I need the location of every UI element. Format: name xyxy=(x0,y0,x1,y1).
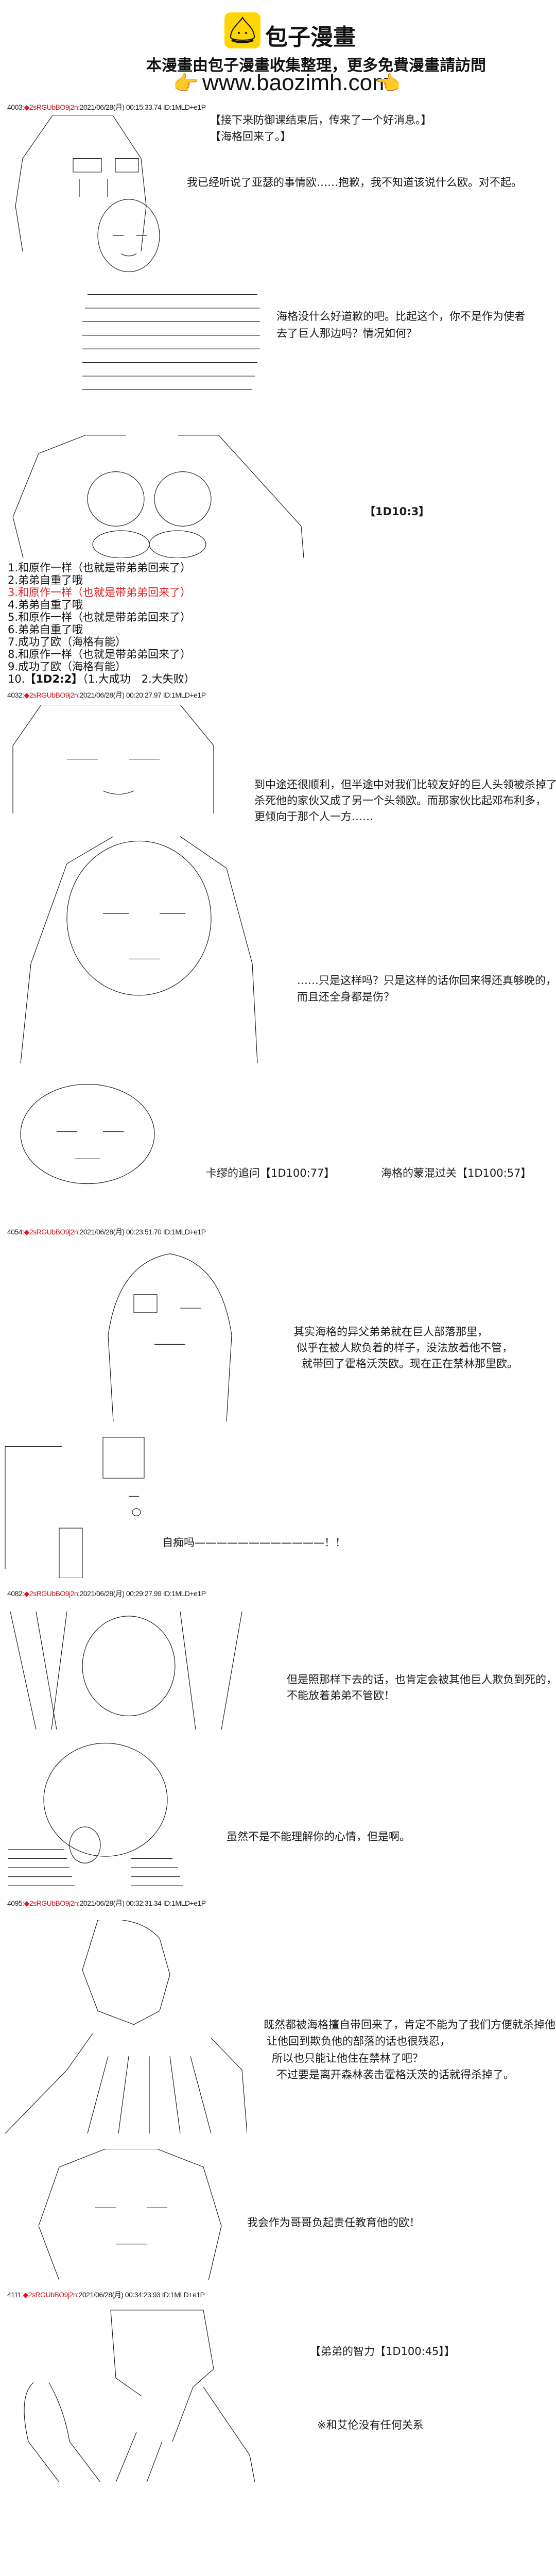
post-trip[interactable]: 2sRGUbBO9j2n xyxy=(29,691,78,699)
post-number: 4111: xyxy=(7,2291,23,2299)
post-number: 4054: xyxy=(7,1228,24,1236)
site-url-link[interactable]: www.baozimh.com xyxy=(202,70,391,95)
post-header: 4111:◆2sRGUbBO9j2n:2021/06/28(月) 00:34:2… xyxy=(7,2290,205,2299)
narration-line: 【海格回来了。】 xyxy=(210,130,291,143)
post-trip[interactable]: 2sRGUbBO9j2n xyxy=(29,103,78,111)
post-trip[interactable]: 2sRGUbBO9j2n xyxy=(29,1589,78,1598)
ascii-art-camus-sigh xyxy=(8,1741,183,1890)
choice-item: 5.和原作一样（也就是带弟弟回来了） xyxy=(8,611,192,623)
dialogue-line: 似乎在被人欺负着的样子，没法放着他不管， xyxy=(297,1342,513,1354)
post-meta: :2021/06/28(月) 00:20:27.97 ID:1MLD+e1P xyxy=(78,691,206,699)
dice-roll-label: 海格的蒙混过关【1D100:57】 xyxy=(381,1167,532,1179)
dialogue-line: 我已经听说了亚瑟的事情欧……抱歉，我不知道该说什么欧。对不起。 xyxy=(187,176,522,189)
dice-roll-result: 【1D10:3】 xyxy=(364,505,430,518)
choice-item: 1.和原作一样（也就是带弟弟回来了） xyxy=(8,562,192,574)
diamond-icon: ◆ xyxy=(23,2291,28,2299)
ascii-art-camus-questioning xyxy=(10,827,278,1063)
post-trip[interactable]: 2sRGUbBO9j2n xyxy=(29,1899,78,1907)
narration-line: 【接下来防御课结束后，传来了一个好消息。】 xyxy=(210,114,432,126)
dialogue-line: 虽然不是不能理解你的心情，但是啊。 xyxy=(227,1831,410,1843)
diamond-icon: ◆ xyxy=(24,1228,30,1236)
post-header: 4054:◆2sRGUbBO9j2n:2021/06/28(月) 00:23:5… xyxy=(7,1227,206,1236)
post-header: 4003:◆2sRGUbBO9j2n:2021/06/28(月) 00:15:3… xyxy=(7,103,206,112)
dialogue-line: 让他回到欺负他的部落的话也很残忍， xyxy=(267,2035,450,2047)
page-end xyxy=(0,2488,1,2489)
ascii-art-hagrid-determined xyxy=(39,2149,224,2280)
post-meta: :2021/06/28(月) 00:32:31.34 ID:1MLD+e1P xyxy=(78,1899,206,1907)
post-number: 4095: xyxy=(7,1899,24,1907)
diamond-icon: ◆ xyxy=(24,1899,30,1907)
left-pointing-hand-icon: 👉 xyxy=(173,72,199,95)
baozi-bun-icon xyxy=(230,16,255,43)
dialogue-line: 但是照那样下去的话，也肯定会被其他巨人欺负到死的， xyxy=(287,1673,556,1686)
post-number: 4082: xyxy=(7,1589,24,1598)
ascii-art-hagrid-sweating xyxy=(10,1082,175,1186)
ascii-art-hagrid-big-face xyxy=(10,705,216,814)
dialogue-line: 杀死他的家伙又成了另一个头领欧。而那家伙比起邓布利多， xyxy=(254,794,546,807)
choice-options: （1.大成功 2.大失败） xyxy=(82,673,195,685)
post-trip[interactable]: 2sRGUbBO9j2n xyxy=(29,1228,78,1236)
choice-item: 6.弟弟自重了哦 xyxy=(8,623,83,636)
baozi-logo-icon xyxy=(224,12,260,48)
dice-roll-label: 卡缪的追问【1D100:77】 xyxy=(206,1167,335,1179)
dialogue-line: 就带回了霍格沃茨欧。现在正在禁林那里欧。 xyxy=(302,1358,518,1370)
ascii-art-hagrid-hands xyxy=(8,435,306,558)
diamond-icon: ◆ xyxy=(24,691,30,699)
dialogue-line: 更倾向于那个人一方…… xyxy=(254,810,373,823)
footnote: ※和艾伦没有任何关系 xyxy=(317,2419,424,2431)
dialogue-line: 而且还全身都是伤？ xyxy=(297,991,394,1003)
dialogue-line: 不过要是离开森林袭击霍格沃茨的话就得杀掉了。 xyxy=(276,2069,514,2081)
choice-item: 7.成功了欧（海格有能） xyxy=(8,636,127,648)
choice-item: 8.和原作一样（也就是带弟弟回来了） xyxy=(8,648,192,660)
shout-line: 自痴吗————————————！！ xyxy=(162,1536,346,1549)
post-number: 4003: xyxy=(7,103,24,111)
post-trip[interactable]: 2sRGUbBO9j2n xyxy=(28,2291,77,2299)
ascii-art-shouting-figure xyxy=(0,1433,196,1578)
ascii-art-giant-brother xyxy=(8,2306,255,2482)
dice-roll-result: 【弟弟的智力【1D100:45】】 xyxy=(310,2345,455,2358)
choice-item-selected: 3.和原作一样（也就是带弟弟回来了） xyxy=(8,586,192,599)
dialogue-line: 既然都被海格擅自带回来了，肯定不能为了我们方便就杀掉他， xyxy=(264,2019,556,2031)
choice-item: 9.成功了欧（海格有能） xyxy=(8,660,127,673)
dialogue-line: 去了巨人那边吗？情况如何？ xyxy=(276,327,417,340)
dialogue-line: 到中途还很顺利，但半途中对我们比较友好的巨人头领被杀掉了， xyxy=(254,778,556,791)
dialogue-line: 海格没什么好道歉的吧。比起这个，你不是作为使者 xyxy=(276,310,525,323)
dialogue-line: 我会作为哥哥负起责任教育他的欧！ xyxy=(247,2216,420,2229)
post-meta: :2021/06/28(月) 00:29:27.99 ID:1MLD+e1P xyxy=(78,1589,206,1598)
ascii-art-hagrid-confession xyxy=(103,1245,237,1421)
ascii-art-camus-figure xyxy=(77,195,278,399)
right-pointing-hand-icon: 👈 xyxy=(375,72,401,95)
ascii-art-hagrid-pleading xyxy=(5,1612,252,1730)
post-header: 4032:◆2sRGUbBO9j2n:2021/06/28(月) 00:20:2… xyxy=(7,690,206,700)
logo-text: 包子漫畫 xyxy=(265,24,356,50)
post-meta: :2021/06/28(月) 00:34:23.93 ID:1MLD+e1P xyxy=(77,2291,205,2299)
post-number: 4032: xyxy=(7,691,24,699)
ascii-art-camus-robed xyxy=(5,1920,247,2133)
dialogue-line: ……只是这样吗？只是这样的话你回来得还真够晚的， xyxy=(297,974,556,987)
choice-number: 10. xyxy=(8,673,25,685)
choice-item: 4.弟弟自重了哦 xyxy=(8,599,83,611)
choice-roll: 【1D2:2】 xyxy=(25,673,83,685)
post-meta: :2021/06/28(月) 00:15:33.74 ID:1MLD+e1P xyxy=(78,103,206,111)
choice-item: 2.弟弟自重了哦 xyxy=(8,574,83,586)
post-meta: :2021/06/28(月) 00:23:51.70 ID:1MLD+e1P xyxy=(78,1228,206,1236)
dialogue-line: 其实海格的异父弟弟就在巨人部落那里， xyxy=(293,1326,488,1338)
post-header: 4082:◆2sRGUbBO9j2n:2021/06/28(月) 00:29:2… xyxy=(7,1589,206,1598)
diamond-icon: ◆ xyxy=(24,1589,30,1598)
dialogue-line: 所以也只能让他住在禁林了吧？ xyxy=(272,2052,423,2064)
diamond-icon: ◆ xyxy=(24,103,30,111)
choice-item: 10.【1D2:2】（1.大成功 2.大失败） xyxy=(8,673,195,685)
post-header: 4095:◆2sRGUbBO9j2n:2021/06/28(月) 00:32:3… xyxy=(7,1899,206,1908)
dialogue-line: 不能放着弟弟不管欧！ xyxy=(287,1689,395,1702)
choice-list: 1.和原作一样（也就是带弟弟回来了） 2.弟弟自重了哦 3.和原作一样（也就是带… xyxy=(8,562,195,685)
ascii-art-hagrid-face xyxy=(7,115,151,251)
site-notice: 本漫畫由包子漫畫收集整理，更多免費漫畫請訪問 xyxy=(146,57,486,75)
